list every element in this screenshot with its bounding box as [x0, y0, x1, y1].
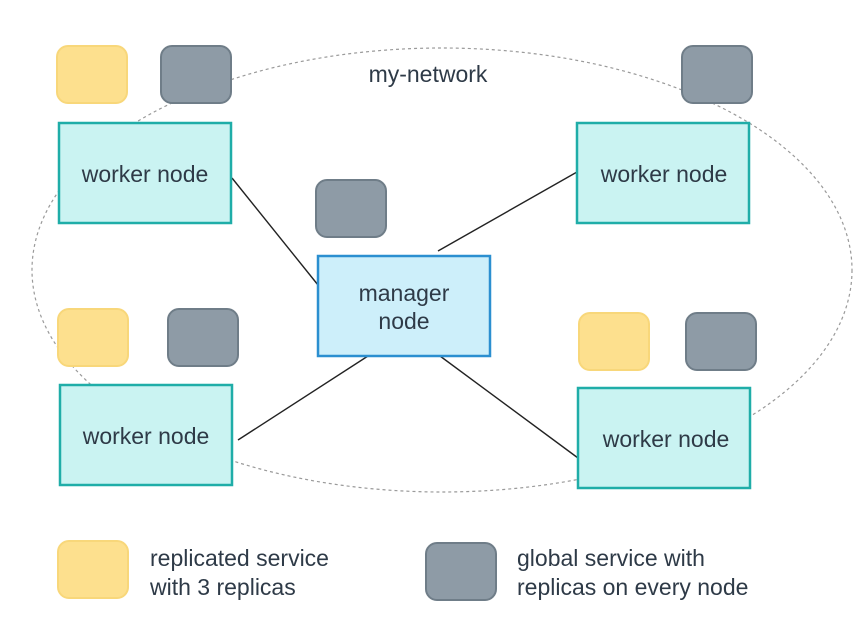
connections	[231, 171, 579, 459]
worker-node-label: worker node	[602, 426, 730, 452]
link-bottom-left	[237, 355, 369, 441]
legend-replicated-swatch	[57, 540, 129, 599]
manager-node: manager node	[316, 254, 492, 358]
manager-node-label-line2: node	[378, 308, 429, 334]
legend-global-swatch	[425, 542, 497, 601]
legend: replicated service with 3 replicas globa…	[57, 540, 748, 601]
worker-node-bottom-right: worker node	[576, 386, 752, 490]
link-top-right	[437, 171, 578, 252]
link-bottom-right	[439, 355, 579, 459]
worker-node-label: worker node	[82, 423, 210, 449]
global-task-manager	[315, 179, 387, 238]
replicated-task-top-left	[56, 45, 128, 104]
replicated-task-bottom-right	[578, 312, 650, 371]
network-boundary	[31, 47, 853, 493]
legend-replicated-line1: replicated service	[150, 545, 329, 571]
link-top-left	[231, 177, 319, 286]
legend-global-line2: replicas on every node	[517, 574, 748, 600]
worker-node-label: worker node	[81, 161, 209, 187]
manager-node-label-line1: manager	[359, 280, 450, 306]
worker-node-bottom-left: worker node	[58, 383, 234, 487]
worker-node-top-right: worker node	[575, 121, 751, 225]
worker-node-top-left: worker node	[57, 121, 233, 225]
global-task-bottom-right	[685, 312, 757, 371]
global-task-top-left	[160, 45, 232, 104]
replicated-task-bottom-left	[57, 308, 129, 367]
global-task-top-right	[681, 45, 753, 104]
legend-replicated-line2: with 3 replicas	[149, 574, 296, 600]
worker-node-label: worker node	[600, 161, 728, 187]
network-label: my-network	[369, 61, 488, 87]
legend-global-line1: global service with	[517, 545, 705, 571]
global-task-bottom-left	[167, 308, 239, 367]
